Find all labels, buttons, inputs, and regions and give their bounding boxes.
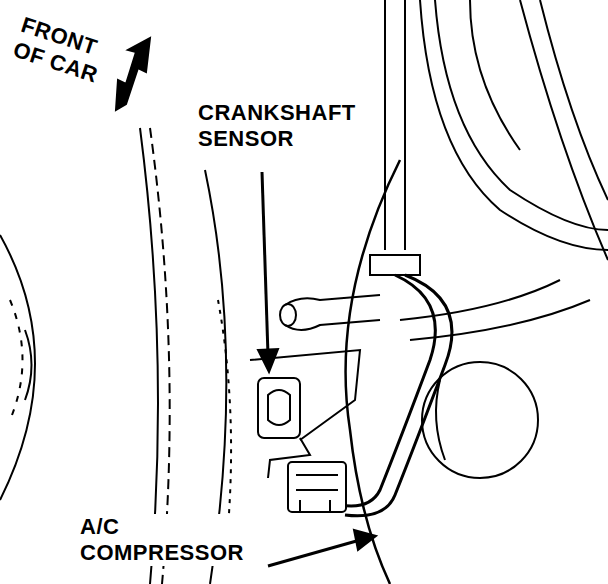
arrowhead	[258, 349, 278, 372]
pipe	[285, 295, 380, 305]
part-label: A/C COMPRESSOR	[80, 514, 255, 566]
hose	[435, 0, 608, 230]
compressor-body	[346, 160, 400, 584]
compressor-edge	[520, 0, 608, 260]
sensor-terminal	[268, 390, 290, 425]
pulley-edge	[0, 235, 35, 500]
compressor-clutch	[436, 380, 445, 460]
direction-label: FRONT OF CAR	[10, 12, 121, 92]
direction-arrow	[116, 38, 150, 110]
wire-harness	[345, 275, 452, 516]
wire	[410, 300, 590, 340]
hose-clamp	[370, 255, 420, 275]
bracket	[250, 350, 360, 440]
hose	[384, 0, 386, 250]
wire-connector	[288, 462, 346, 512]
leader-line	[268, 540, 360, 566]
hose	[404, 0, 406, 250]
pipe	[285, 320, 380, 330]
wire-harness	[340, 275, 435, 506]
label-anchor: FRONT OF CAR	[10, 12, 121, 92]
pipe-end	[280, 304, 296, 326]
bracket-edge	[470, 0, 520, 150]
label-anchor: A/C COMPRESSOR	[80, 514, 255, 566]
part-label: CRANKSHAFT SENSOR	[198, 100, 373, 152]
crankshaft-sensor	[258, 378, 300, 438]
wire	[400, 280, 560, 320]
pulley-groove	[10, 300, 23, 420]
leader-line	[262, 172, 268, 355]
hose	[420, 0, 608, 250]
compressor-edge	[540, 0, 608, 200]
pulley-groove	[25, 330, 32, 400]
label-anchor: CRANKSHAFT SENSOR	[198, 100, 373, 152]
arrowhead	[354, 530, 376, 550]
connector-detail	[296, 475, 338, 512]
